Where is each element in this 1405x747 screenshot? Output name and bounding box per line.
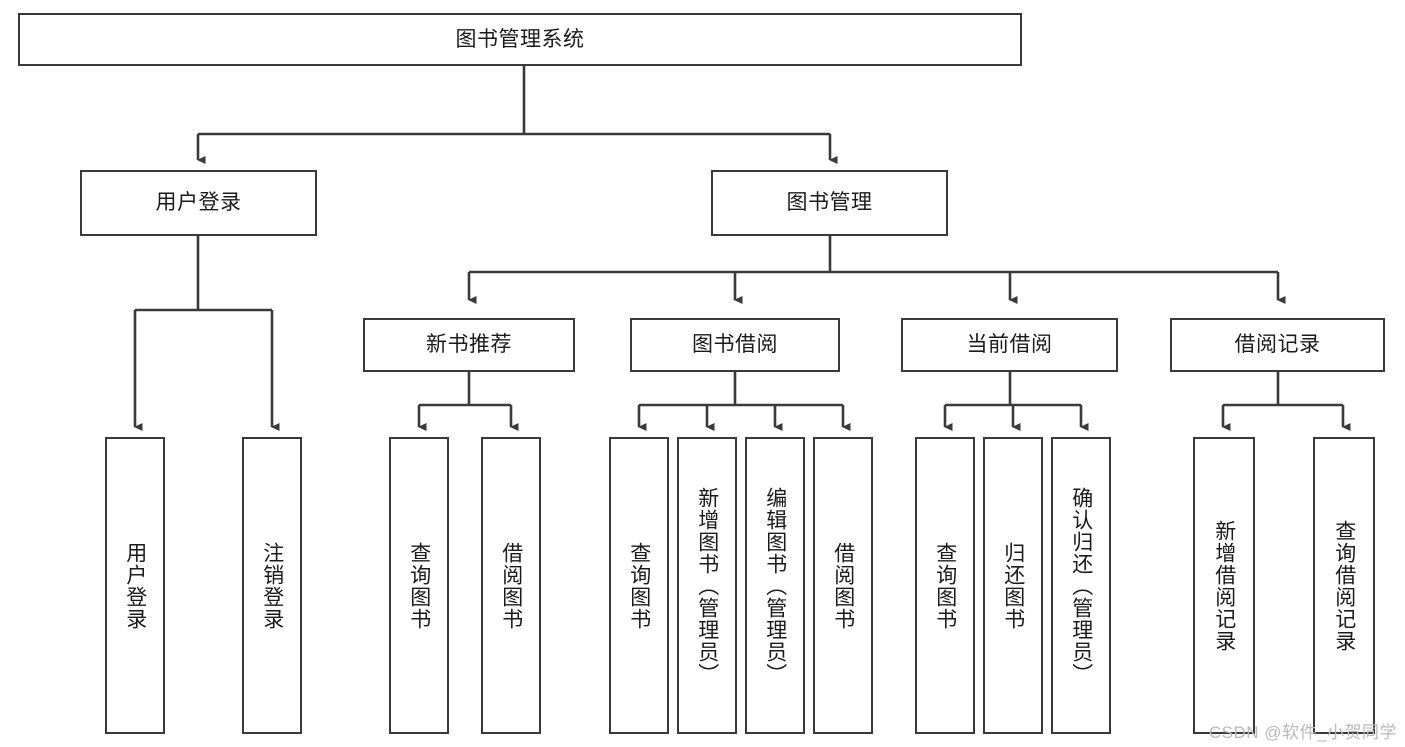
node-user-login[interactable]: 用户登录 <box>80 170 317 236</box>
node-leaf-query-book-2-label: 查询图书 <box>627 541 651 630</box>
node-leaf-query-book-1[interactable]: 查询图书 <box>389 437 449 734</box>
node-leaf-add-book-label: 新增图书（管理员） <box>695 486 719 685</box>
node-leaf-query-book-3-label: 查询图书 <box>933 541 957 630</box>
node-leaf-user-login-label: 用户登录 <box>123 541 147 630</box>
node-new-book-recommend-label: 新书推荐 <box>426 333 512 357</box>
node-leaf-return-book[interactable]: 归还图书 <box>983 437 1043 734</box>
node-leaf-query-book-3[interactable]: 查询图书 <box>915 437 975 734</box>
node-leaf-add-record[interactable]: 新增借阅记录 <box>1193 437 1255 734</box>
node-leaf-query-book-1-label: 查询图书 <box>407 541 431 630</box>
node-new-book-recommend[interactable]: 新书推荐 <box>363 318 575 372</box>
node-leaf-borrow-book-2[interactable]: 借阅图书 <box>813 437 873 734</box>
node-root-label: 图书管理系统 <box>455 27 585 51</box>
node-leaf-query-record-label: 查询借阅记录 <box>1332 519 1356 652</box>
node-user-login-label: 用户登录 <box>155 191 242 215</box>
node-leaf-user-login[interactable]: 用户登录 <box>105 437 165 734</box>
node-leaf-query-record[interactable]: 查询借阅记录 <box>1313 437 1375 734</box>
node-current-borrow[interactable]: 当前借阅 <box>901 318 1118 372</box>
node-leaf-borrow-book-2-label: 借阅图书 <box>831 541 855 630</box>
node-book-borrow[interactable]: 图书借阅 <box>630 318 840 372</box>
node-leaf-borrow-book-1-label: 借阅图书 <box>499 541 523 630</box>
node-leaf-confirm-return[interactable]: 确认归还（管理员） <box>1051 437 1111 734</box>
node-leaf-edit-book[interactable]: 编辑图书（管理员） <box>745 437 805 734</box>
node-leaf-borrow-book-1[interactable]: 借阅图书 <box>481 437 541 734</box>
node-borrow-record[interactable]: 借阅记录 <box>1170 318 1385 372</box>
node-book-manage[interactable]: 图书管理 <box>711 170 948 236</box>
node-leaf-add-record-label: 新增借阅记录 <box>1212 519 1236 652</box>
node-book-borrow-label: 图书借阅 <box>692 333 778 357</box>
node-leaf-confirm-return-label: 确认归还（管理员） <box>1069 486 1093 685</box>
node-leaf-edit-book-label: 编辑图书（管理员） <box>763 486 787 685</box>
node-leaf-logout-login-label: 注销登录 <box>260 541 284 630</box>
node-leaf-query-book-2[interactable]: 查询图书 <box>609 437 669 734</box>
node-borrow-record-label: 借阅记录 <box>1234 333 1321 357</box>
node-leaf-logout-login[interactable]: 注销登录 <box>242 437 302 734</box>
node-leaf-return-book-label: 归还图书 <box>1001 541 1025 630</box>
node-root[interactable]: 图书管理系统 <box>18 13 1022 66</box>
node-leaf-add-book[interactable]: 新增图书（管理员） <box>677 437 737 734</box>
node-book-manage-label: 图书管理 <box>786 191 873 215</box>
node-current-borrow-label: 当前借阅 <box>966 333 1053 357</box>
